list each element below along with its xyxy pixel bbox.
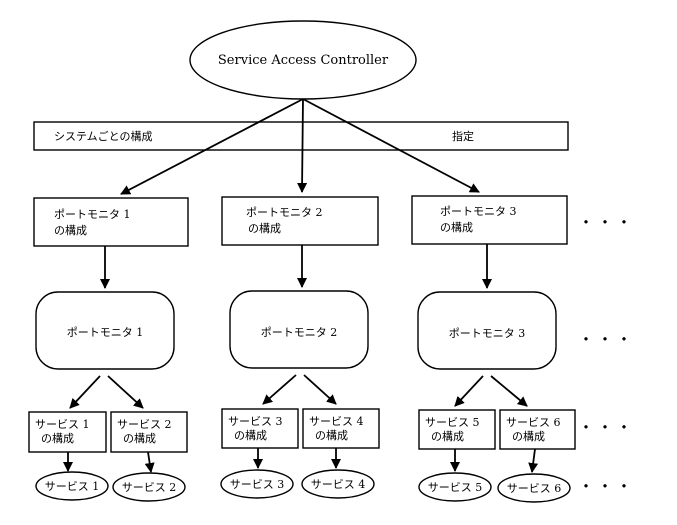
edge-monitor-2-to-config-s3 xyxy=(262,374,297,405)
service-1-config-label-2: の構成 xyxy=(41,432,74,445)
service-6-label: サービス 6 xyxy=(507,482,562,495)
monitor-3-node xyxy=(417,291,557,370)
edge-monitor-2-to-config-s4 xyxy=(303,374,337,405)
service-4-config-box xyxy=(302,408,380,449)
service-3-node xyxy=(220,469,294,499)
service-6-config-box xyxy=(499,409,576,450)
service-3-config-label-1: サービス 3 xyxy=(228,415,283,428)
service-3-config-label-2: の構成 xyxy=(234,429,267,442)
edge-config-s2-to-service-2 xyxy=(144,451,155,473)
edge-monitor-1-to-config-s2 xyxy=(107,375,144,409)
edge-monitor-3-to-config-s6 xyxy=(490,375,528,407)
monitor-2-label: ポートモニタ 2 xyxy=(261,326,338,339)
service-2-config-label-2: の構成 xyxy=(123,432,156,445)
edge-monitor-3-to-config-s5 xyxy=(454,375,484,407)
ellipsis-monitor-row: ・・・ xyxy=(578,330,635,349)
service-4-node xyxy=(301,469,375,499)
service-5-label: サービス 5 xyxy=(428,481,483,494)
service-2-label: サービス 2 xyxy=(122,481,177,494)
service-3-config-box xyxy=(221,408,299,449)
service-4-label: サービス 4 xyxy=(311,478,366,491)
monitor-1-config-label-2: の構成 xyxy=(54,224,87,237)
monitor-1-config-box xyxy=(33,197,189,247)
edge-config-s6-to-service-6 xyxy=(528,448,539,473)
banner-left-label: システムごとの構成 xyxy=(54,129,153,143)
ellipsis-service-row: ・・・ xyxy=(578,477,635,496)
service-6-node xyxy=(497,473,571,503)
service-1-label: サービス 1 xyxy=(45,480,100,493)
service-1-config-label-1: サービス 1 xyxy=(35,418,90,431)
service-2-node xyxy=(112,472,186,502)
service-6-config-label-2: の構成 xyxy=(512,430,545,443)
ellipsis-service-config-row: ・・・ xyxy=(578,418,635,437)
monitor-1-label: ポートモニタ 1 xyxy=(67,326,144,339)
monitor-3-config-box xyxy=(411,195,568,245)
service-5-config-label-2: の構成 xyxy=(431,430,464,443)
system-config-banner xyxy=(33,121,569,151)
monitor-2-config-box xyxy=(221,196,379,246)
service-3-label: サービス 3 xyxy=(230,478,285,491)
edge-root-to-config-1 xyxy=(120,98,304,195)
monitor-1-node xyxy=(35,291,175,370)
monitor-1-config-label-1: ポートモニタ 1 xyxy=(54,208,131,221)
service-4-config-label-2: の構成 xyxy=(315,429,348,442)
service-1-node xyxy=(35,471,109,501)
ellipsis-config-row: ・・・ xyxy=(578,213,635,232)
service-6-config-label-1: サービス 6 xyxy=(506,416,561,429)
edge-root-to-config-2 xyxy=(297,98,308,193)
monitor-2-config-label-2: の構成 xyxy=(248,222,281,235)
service-2-config-label-1: サービス 2 xyxy=(117,418,172,431)
service-5-config-box xyxy=(418,409,496,450)
monitor-2-config-label-1: ポートモニタ 2 xyxy=(246,206,323,219)
monitor-3-config-label-2: の構成 xyxy=(440,221,473,234)
root-node-label: Service Access Controller xyxy=(218,53,389,68)
banner-right-label: 指定 xyxy=(452,129,474,143)
service-5-config-label-1: サービス 5 xyxy=(425,416,480,429)
edge-monitor-1-to-config-s1 xyxy=(69,375,101,409)
edge-root-to-config-3 xyxy=(302,98,480,193)
service-4-config-label-1: サービス 4 xyxy=(309,415,364,428)
service-5-node xyxy=(418,472,492,502)
monitor-3-config-label-1: ポートモニタ 3 xyxy=(440,205,517,218)
service-2-config-box xyxy=(110,411,188,453)
monitor-3-label: ポートモニタ 3 xyxy=(449,327,526,340)
monitor-2-node xyxy=(229,290,369,369)
